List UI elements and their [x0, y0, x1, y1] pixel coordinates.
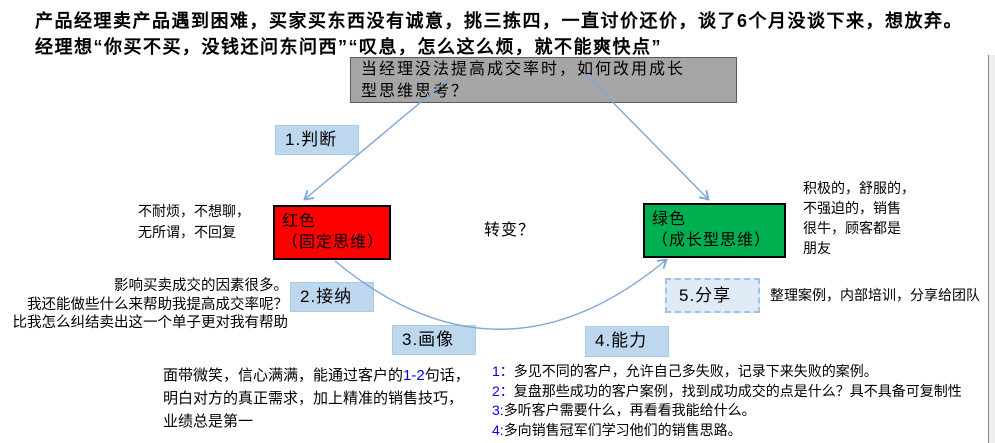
intro-line-1: 产品经理卖产品遇到困难，买家买东西没有诚意，挑三拣四，一直讨价还价，谈了6个月没… [35, 11, 964, 31]
fixed-mindset-shape[interactable]: 红色 （固定思维） [273, 205, 391, 260]
list-item-text: 多听客户需要什么，再看看我能给什么。 [503, 402, 756, 418]
step-shape-share-selected[interactable]: 5.分享 [665, 278, 760, 313]
list-item-text: 复盘那些成功的客户案例，找到成功成交的点是什么？具不具备可复制性 [513, 382, 962, 399]
list-item-text: 多见不同的客户，允许自己多失败，记录下来失败的案例。 [513, 363, 878, 379]
growth-mindset-shape[interactable]: 绿色 （成长型思维） [643, 203, 786, 258]
list-item-number: 3: [492, 402, 504, 418]
fixed-mindset-annotation: 不耐烦，不想聊， 无所谓，不回复 [138, 203, 250, 240]
question-shape[interactable]: 当经理没法提高成交率时，如何改用成长 型思维思考？ [350, 57, 737, 103]
list-item-number: 4: [492, 421, 504, 438]
fixed-mindset-title: 红色 [282, 213, 317, 230]
smile-line-2: 明白对方的真正需求，加上精准的销售技巧， [163, 390, 464, 407]
list-item-text: 多向销售冠军们学习他们的销售思路。 [503, 421, 742, 438]
list-item-number: 1： [492, 363, 514, 379]
list-item: 2：复盘那些成功的客户案例，找到成功成交的点是什么？具不具备可复制性 [492, 382, 992, 402]
growth-mindset-annotation: 积极的，舒服的， 不强迫的，销售 很牛，顾客都是 朋友 [803, 180, 915, 256]
list-item-number: 2： [492, 382, 514, 399]
smile-line-1-tail: 句话， [424, 367, 470, 384]
factors-annotation: 影响买卖成交的因素很多。 我还能做些什么来帮助我提高成交率呢？ 比我怎么纠结卖出… [12, 278, 289, 331]
list-item: 4:多向销售冠军们学习他们的销售思路。 [492, 421, 992, 441]
step-shape-portrait[interactable]: 3.画像 [392, 325, 476, 355]
curve-fixed-to-growth [334, 258, 668, 330]
page-right-edge [988, 55, 995, 443]
smile-line-1-text: 面带微笑，信心满满，能通过客户的 [163, 367, 404, 384]
ability-list: 1：多见不同的客户，允许自己多失败，记录下来失败的案例。 2：复盘那些成功的客户… [492, 362, 992, 440]
intro-line-2: 经理想“你买不买，没钱还问东问西”“叹息，怎么这么烦，就不能爽快点” [35, 37, 662, 57]
fixed-mindset-subtitle: （固定思维） [282, 234, 385, 251]
growth-mindset-title: 绿色 [652, 211, 687, 228]
step-shape-judge[interactable]: 1.判断 [275, 125, 359, 155]
step-shape-accept[interactable]: 2.接纳 [290, 282, 374, 312]
transition-label: 转变？ [484, 222, 536, 239]
growth-mindset-subtitle: （成长型思维） [652, 232, 772, 249]
smile-line-1-number: 1-2 [403, 367, 425, 384]
smile-annotation: 面带微笑，信心满满，能通过客户的1-2句话， 明白对方的真正需求，加上精准的销售… [163, 364, 508, 433]
share-annotation: 整理案例，内部培训，分享给团队 [770, 287, 980, 303]
list-item: 3:多听客户需要什么，再看看我能给什么。 [492, 401, 992, 421]
intro-paragraph: 产品经理卖产品遇到困难，买家买东西没有诚意，挑三拣四，一直讨价还价，谈了6个月没… [35, 8, 985, 60]
step-shape-ability[interactable]: 4.能力 [585, 326, 669, 357]
list-item: 1：多见不同的客户，允许自己多失败，记录下来失败的案例。 [492, 362, 992, 382]
smile-line-3: 业绩总是第一 [163, 413, 254, 430]
smile-line-1: 面带微笑，信心满满，能通过客户的1-2句话， [163, 364, 508, 387]
